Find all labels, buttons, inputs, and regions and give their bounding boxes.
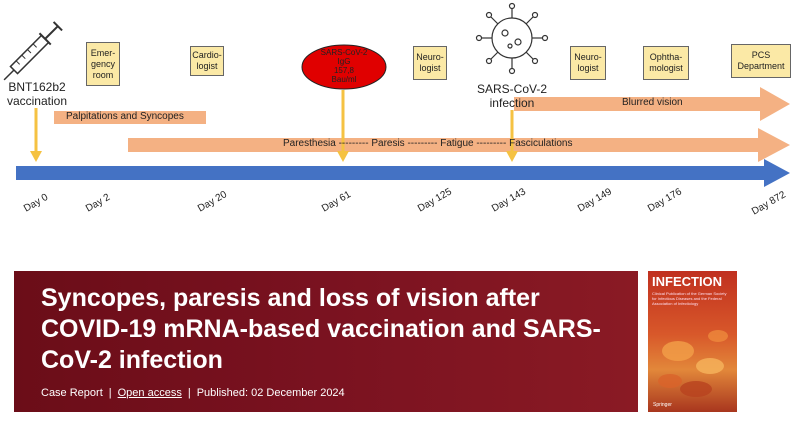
journal-cover[interactable]: INFECTION Clinical Publication of the Ge… xyxy=(648,271,737,412)
infection-marker-head xyxy=(506,151,518,162)
meta-separator: | xyxy=(108,387,112,399)
vaccination-label-2: vaccination xyxy=(6,94,68,108)
neurologist-box-2: Neuro- logist xyxy=(570,46,606,80)
open-access-link[interactable]: Open access xyxy=(117,387,182,399)
infection-label-2: infection xyxy=(489,96,535,110)
blurred-vision-bar xyxy=(514,97,764,111)
igg-text: SARS-CoV-2 IgG 157,8 Bau/ml xyxy=(302,48,386,84)
publisher-label: Springer xyxy=(653,402,672,408)
article-meta: Case Report | Open access | Published: 02 De… xyxy=(41,387,345,399)
vaccination-marker-head xyxy=(30,151,42,162)
infection-label-1: SARS-CoV-2 xyxy=(476,82,548,96)
palpitations-bar xyxy=(54,111,206,124)
journal-subtitle: Clinical Publication of the German Socie… xyxy=(652,291,727,306)
symptoms-label: Paresthesia --------- Paresis --------- … xyxy=(283,138,573,149)
igg-line-1: SARS-CoV-2 xyxy=(320,48,368,57)
virus-icon xyxy=(475,2,549,75)
igg-ellipse xyxy=(301,44,387,90)
igg-line-4: Bau/ml xyxy=(331,75,357,84)
bacteria-illustration xyxy=(658,330,728,397)
cardiologist-box: Cardio- logist xyxy=(190,46,224,76)
igg-line-2: IgG xyxy=(337,57,351,66)
igg-marker-head xyxy=(337,151,349,162)
syringe-icon xyxy=(3,21,63,81)
timeline-axis xyxy=(16,166,768,180)
published-date: Published: 02 December 2024 xyxy=(196,387,345,399)
symptoms-bar xyxy=(128,138,762,152)
ophthalmologist-box: Ophtha- mologist xyxy=(643,46,689,80)
article-type: Case Report xyxy=(41,387,103,399)
blurred-vision-label: Blurred vision xyxy=(622,97,683,108)
neurologist-box-1: Neuro- logist xyxy=(413,46,447,80)
vaccination-label-1: BNT162b2 xyxy=(8,80,66,94)
article-banner: Syncopes, paresis and loss of vision aft… xyxy=(14,271,638,412)
journal-title: INFECTION xyxy=(652,274,723,289)
timeline-axis-head xyxy=(764,159,790,187)
timeline-diagram xyxy=(3,2,790,187)
igg-line-3: 157,8 xyxy=(333,66,355,75)
meta-separator: | xyxy=(187,387,191,399)
symptoms-bar-head xyxy=(758,128,790,162)
blurred-vision-bar-head xyxy=(760,87,790,121)
emergency-room-box: Emer- gency room xyxy=(86,42,120,86)
palpitations-label: Palpitations and Syncopes xyxy=(66,111,184,122)
pcs-department-box: PCS Department xyxy=(731,44,791,78)
article-title[interactable]: Syncopes, paresis and loss of vision aft… xyxy=(41,284,601,374)
